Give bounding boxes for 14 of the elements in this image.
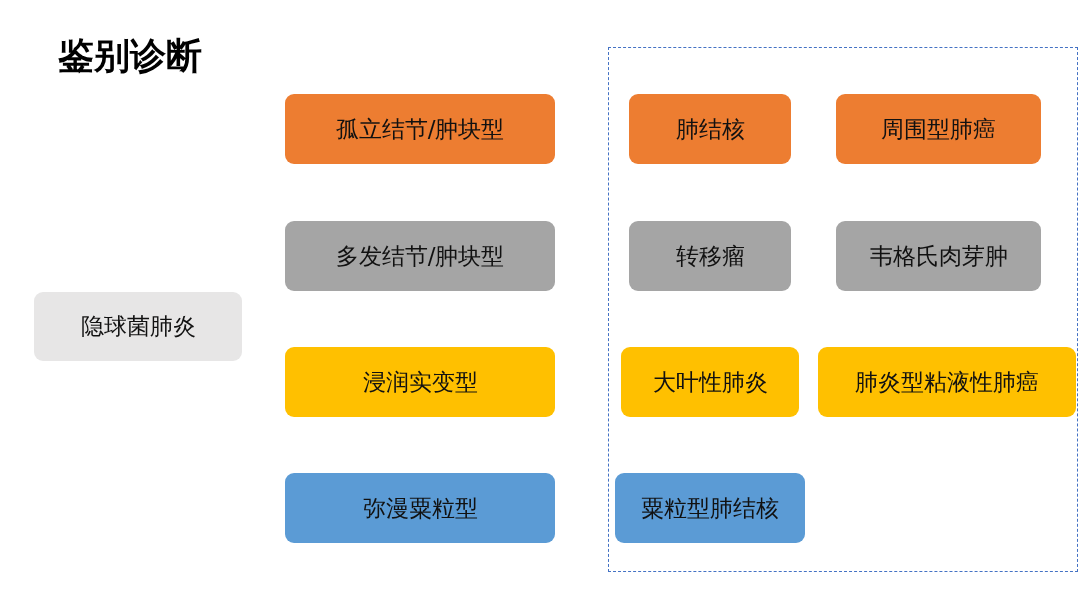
category-box: 周围型肺癌 [836,94,1041,164]
category-box: 粟粒型肺结核 [615,473,805,543]
category-box: 韦格氏肉芽肿 [836,221,1041,291]
category-box: 隐球菌肺炎 [34,292,242,361]
dashed-frame [608,47,1078,572]
category-box: 转移瘤 [629,221,791,291]
page-title: 鉴别诊断 [58,34,202,78]
category-box: 孤立结节/肿块型 [285,94,555,164]
category-box: 多发结节/肿块型 [285,221,555,291]
category-box: 浸润实变型 [285,347,555,417]
category-box: 肺结核 [629,94,791,164]
category-box: 弥漫粟粒型 [285,473,555,543]
category-box: 大叶性肺炎 [621,347,799,417]
category-box: 肺炎型粘液性肺癌 [818,347,1076,417]
